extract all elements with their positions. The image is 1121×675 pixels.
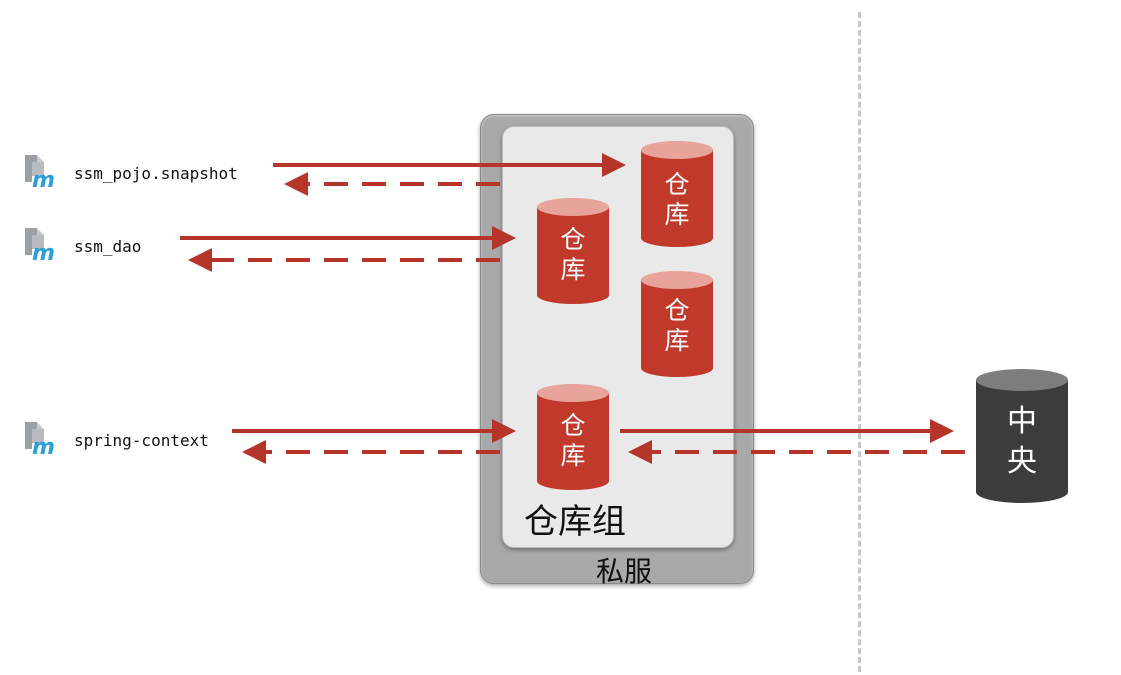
repository-label-line2: 库 [664,326,690,355]
network-boundary-divider [858,12,861,672]
repository-label-line1: 仓 [664,296,690,325]
repository-label-line1: 仓 [664,170,690,199]
repository-label-line2: 库 [560,255,586,284]
maven-file-icon: m [22,419,58,460]
repository-label-line2: 库 [664,200,690,229]
maven-file-icon: m [22,152,58,193]
central-repository-cylinder: 中 央 [975,368,1069,504]
repository-cylinder: 仓 库 [536,383,610,491]
artifact-label-pojo: ssm_pojo.snapshot [74,164,238,183]
repository-label-line1: 仓 [560,411,586,440]
maven-file-icon: m [22,225,58,266]
svg-text:m: m [32,435,55,457]
repository-cylinder: 仓 库 [536,197,610,305]
private-server-label: 私服 [596,555,653,588]
central-label-line2: 央 [1007,444,1037,479]
repository-cylinder: 仓 库 [640,140,714,248]
artifact-label-dao: ssm_dao [74,237,142,256]
repository-label-line1: 仓 [560,225,586,254]
svg-text:m: m [32,241,55,263]
central-label-line1: 中 [1007,404,1037,439]
repository-cylinder: 仓 库 [640,270,714,378]
svg-text:m: m [32,168,55,190]
artifact-label-spring-context: spring-context [74,431,209,450]
repository-group-label: 仓库组 [524,502,626,542]
repository-label-line2: 库 [560,441,586,470]
